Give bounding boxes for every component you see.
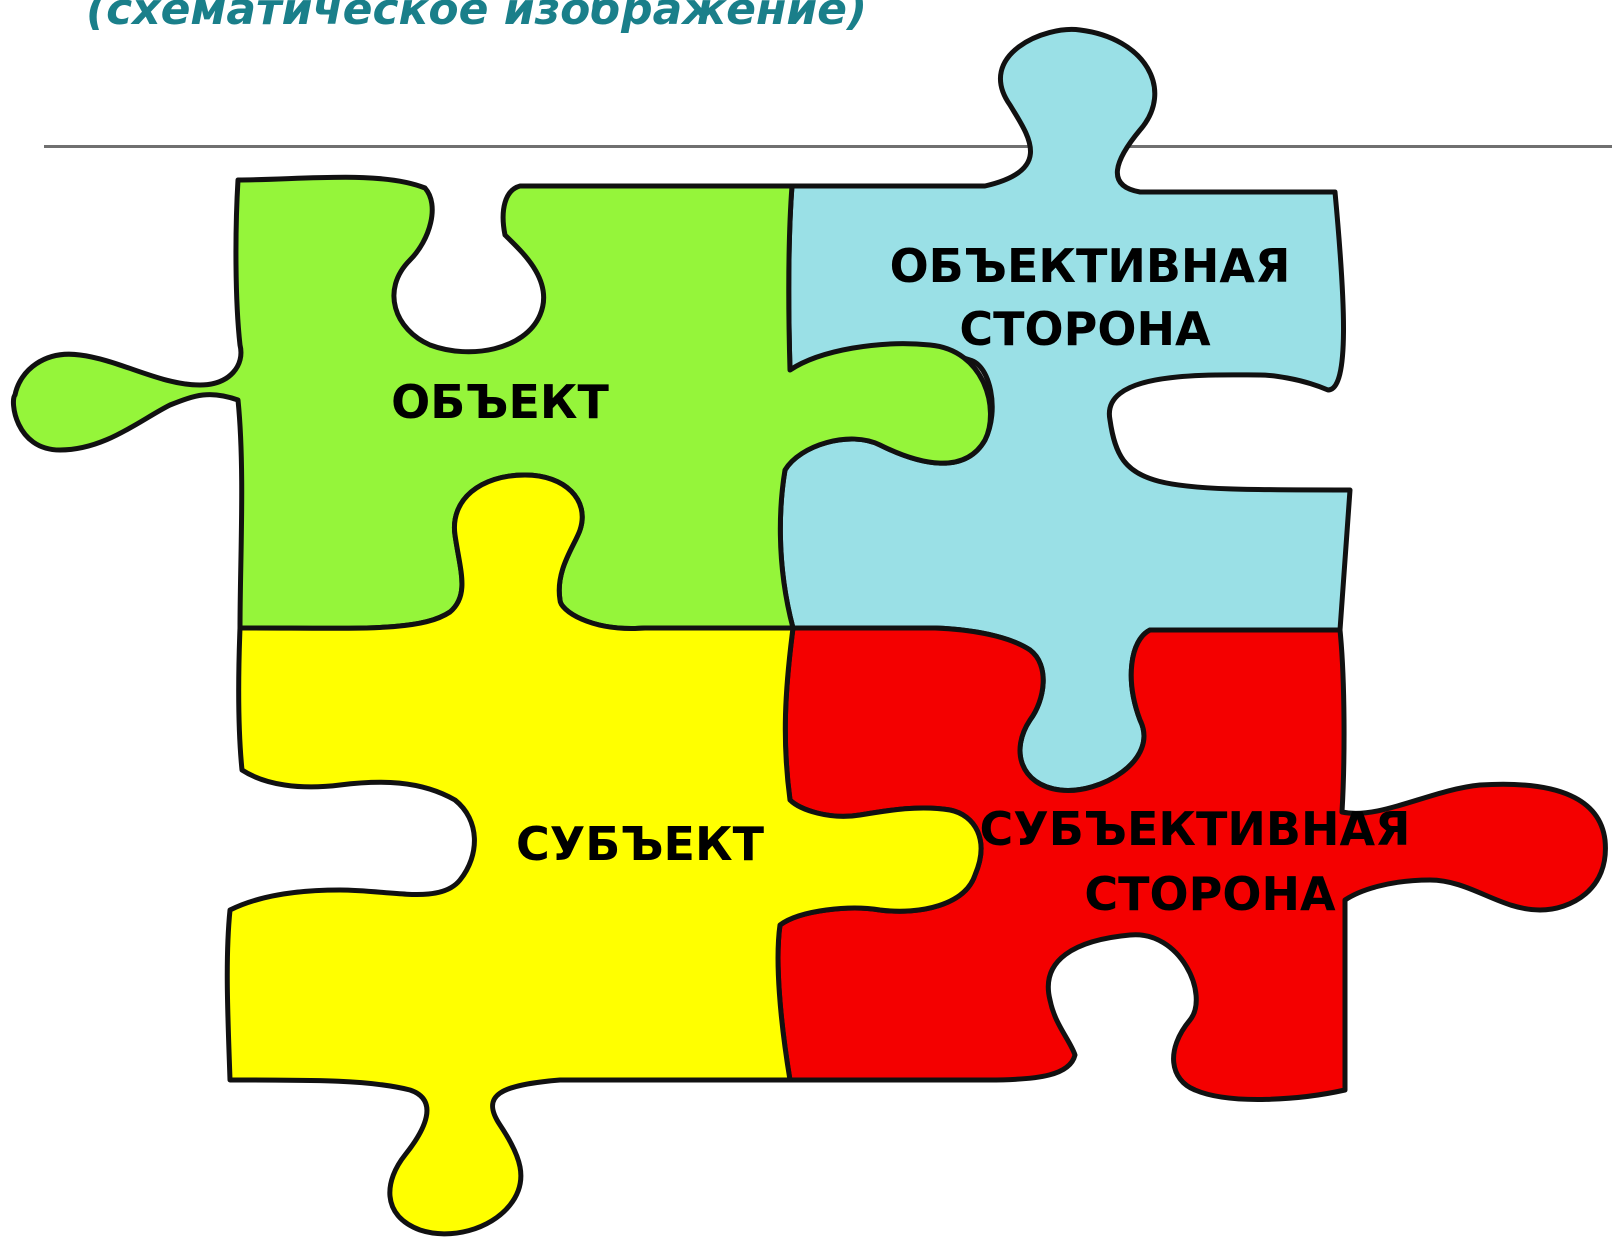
diagram-subtitle: (схематическое изображение) [86, 0, 868, 35]
label-objective-side-line1: ОБЪЕКТИВНАЯ [890, 239, 1291, 293]
label-subject: СУБЪЕКТ [516, 817, 765, 871]
header-divider [44, 145, 1612, 148]
label-subjective-side-line1: СУБЪЕКТИВНАЯ [980, 802, 1411, 856]
label-subjective-side-line2: СТОРОНА [1084, 867, 1336, 921]
label-objective-side-line2: СТОРОНА [959, 302, 1211, 356]
piece-subject [224, 472, 984, 1237]
label-object: ОБЪЕКТ [391, 375, 609, 429]
